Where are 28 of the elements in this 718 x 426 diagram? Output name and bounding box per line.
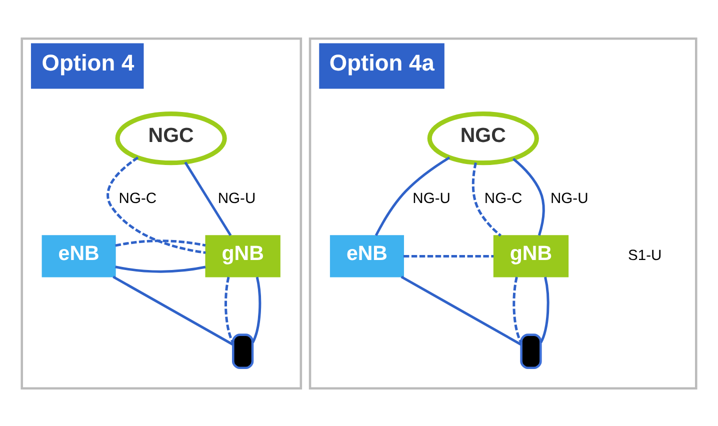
node-box: eNB — [330, 234, 404, 277]
node-phone — [232, 333, 254, 368]
connector — [512, 276, 522, 343]
connector — [112, 275, 234, 346]
connector — [184, 161, 232, 236]
connector — [115, 239, 206, 246]
connector — [224, 276, 234, 343]
node-phone — [520, 333, 542, 368]
edge-label: NG-U — [550, 190, 588, 207]
edge-label: NG-U — [218, 190, 256, 207]
node-ellipse: NGC — [427, 111, 539, 165]
node-box: eNB — [42, 234, 116, 277]
connector — [252, 276, 262, 343]
connector — [374, 156, 450, 236]
connector — [400, 275, 522, 346]
node-box: gNB — [493, 234, 569, 277]
edge-label: NG-U — [412, 190, 450, 207]
node-ellipse: NGC — [115, 111, 227, 165]
connector — [472, 162, 502, 236]
node-box: gNB — [205, 234, 280, 277]
connector — [115, 265, 206, 272]
edge-label: NG-C — [118, 190, 157, 207]
connector — [106, 156, 206, 254]
connector — [404, 254, 494, 257]
connector — [512, 157, 545, 236]
label: S1-U — [628, 248, 662, 264]
connector — [540, 276, 550, 343]
edge-label: NG-C — [484, 190, 522, 207]
